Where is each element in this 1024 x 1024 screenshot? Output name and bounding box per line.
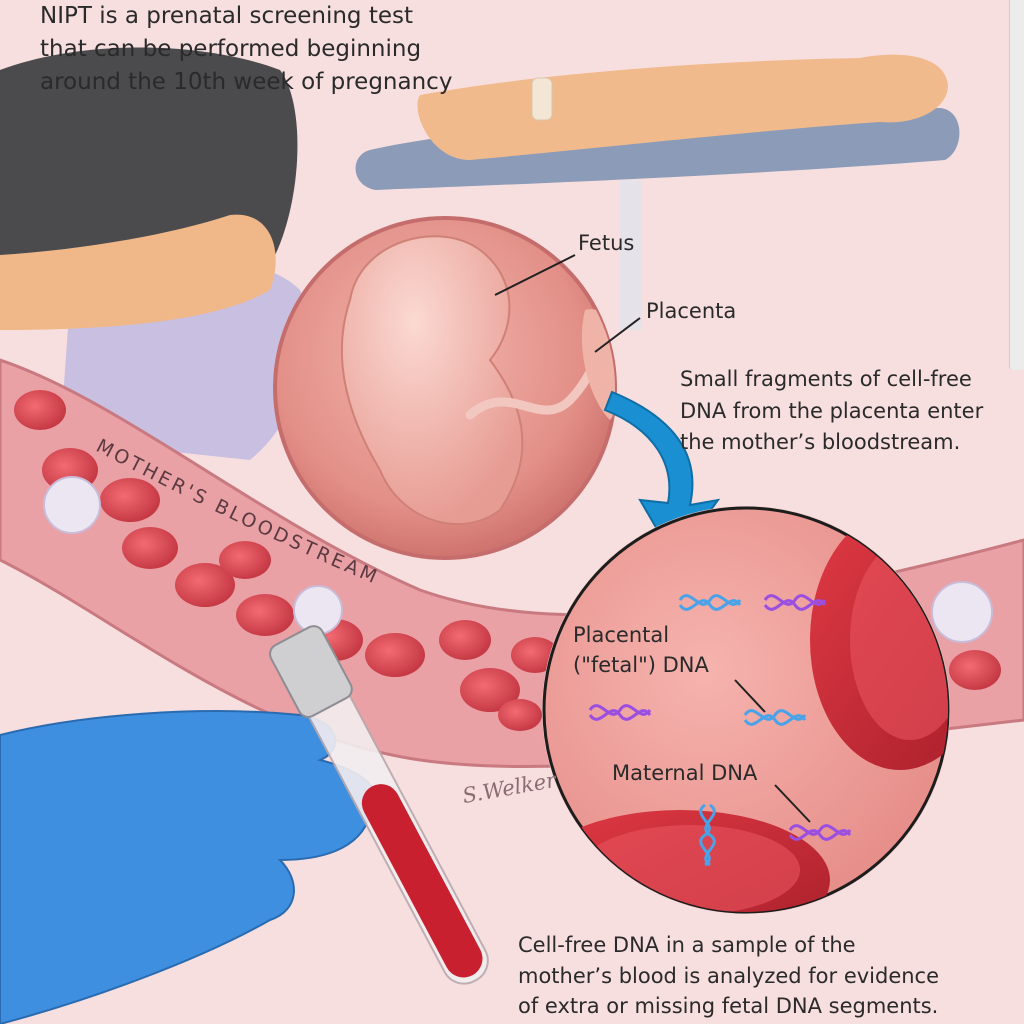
red-blood-cell [511,637,559,673]
mother-left-arm [0,214,276,330]
womb-inset [273,216,617,560]
placenta-pointer [594,317,641,353]
fetus-pointer [494,254,576,296]
dna-fragment [743,709,807,726]
red-blood-cell [365,633,425,677]
red-blood-cell [439,620,491,660]
dna-fragment [763,594,827,611]
dna-fragment [788,824,852,841]
fetus-label: Fetus [578,231,635,255]
blood-tube [269,625,489,985]
red-blood-cell [14,390,66,430]
placenta-label: Placenta [646,299,737,323]
white-blood-cells [43,476,993,643]
intro-text: NIPT is a prenatal screening test that c… [40,3,453,96]
white-blood-cell [43,476,101,534]
bandage [531,77,553,121]
analysis-note: Cell-free DNA in a sample of the mother’… [518,933,940,1019]
dna-fragment [699,803,716,867]
red-blood-cell [122,527,178,569]
placental-dna-label: Placental ("fetal") DNA [573,623,709,678]
dna-fragment [588,704,652,721]
maternal-dna-label: Maternal DNA [612,761,758,785]
white-blood-cell [931,581,993,643]
gloved-hand [0,710,378,1024]
red-blood-cell [949,650,1001,690]
dna-fragment [678,594,742,611]
fetus [340,235,524,526]
red-blood-cell [460,668,520,712]
red-blood-cell [236,594,294,636]
maternal-dna-pointer [774,784,811,823]
placental-dna-pointer [734,679,766,713]
armrest [355,108,960,190]
red-blood-cell [498,699,542,731]
red-blood-cell [175,563,235,607]
armrest-pole [620,180,642,330]
scrollbar[interactable] [1009,0,1024,370]
red-blood-cell [100,478,160,522]
red-blood-cell [219,541,271,579]
fragments-note: Small fragments of cell-free DNA from th… [680,367,984,454]
